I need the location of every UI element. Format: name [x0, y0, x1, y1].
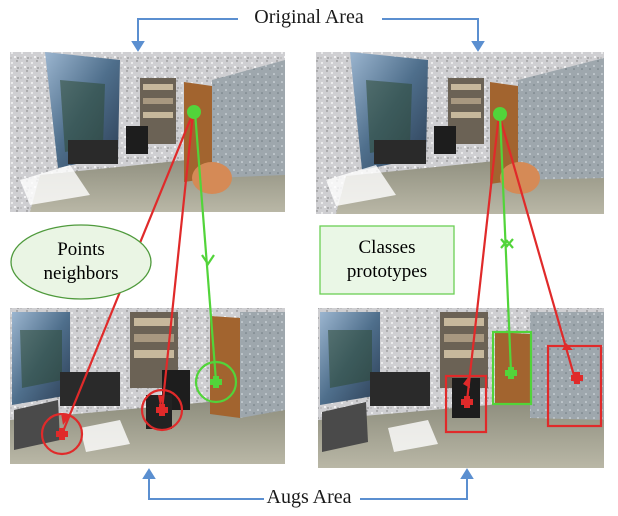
points-neighbors-line-2: neighbors [43, 263, 119, 284]
original-area-title: Original Area [254, 6, 364, 28]
top-bracket-arrow [131, 18, 485, 52]
prototype-box-red-left [444, 374, 488, 434]
anchor-point-green-left [187, 105, 201, 119]
prototype-connectors-red [465, 113, 577, 402]
augs-area-title: Augs Area [266, 486, 352, 508]
original-scene-left [10, 52, 285, 212]
anchor-point-green-right [493, 107, 507, 121]
neighbor-arrowheads [61, 395, 164, 425]
classes-prototypes-box [319, 225, 455, 295]
augmented-point-green [194, 360, 238, 404]
points-neighbors-line-1: Points [57, 239, 105, 260]
points-neighbors-ellipse [10, 224, 152, 300]
neighbor-point-1 [40, 412, 84, 456]
classes-prototypes-line-2: prototypes [346, 261, 428, 282]
green-connector-left [193, 111, 218, 382]
prototype-box-green [491, 330, 533, 406]
original-scene-right [316, 52, 604, 214]
neighbor-point-2 [140, 388, 184, 432]
bottom-bracket-arrow [142, 468, 474, 500]
classes-prototypes-line-1: Classes [358, 237, 416, 258]
points-neighbors-label: Points neighbors [10, 226, 152, 298]
classes-prototypes-label: Classes prototypes [320, 226, 454, 294]
augmented-scene-left [10, 308, 285, 464]
prototype-box-red-right [546, 344, 603, 428]
green-connector-right [498, 113, 514, 373]
